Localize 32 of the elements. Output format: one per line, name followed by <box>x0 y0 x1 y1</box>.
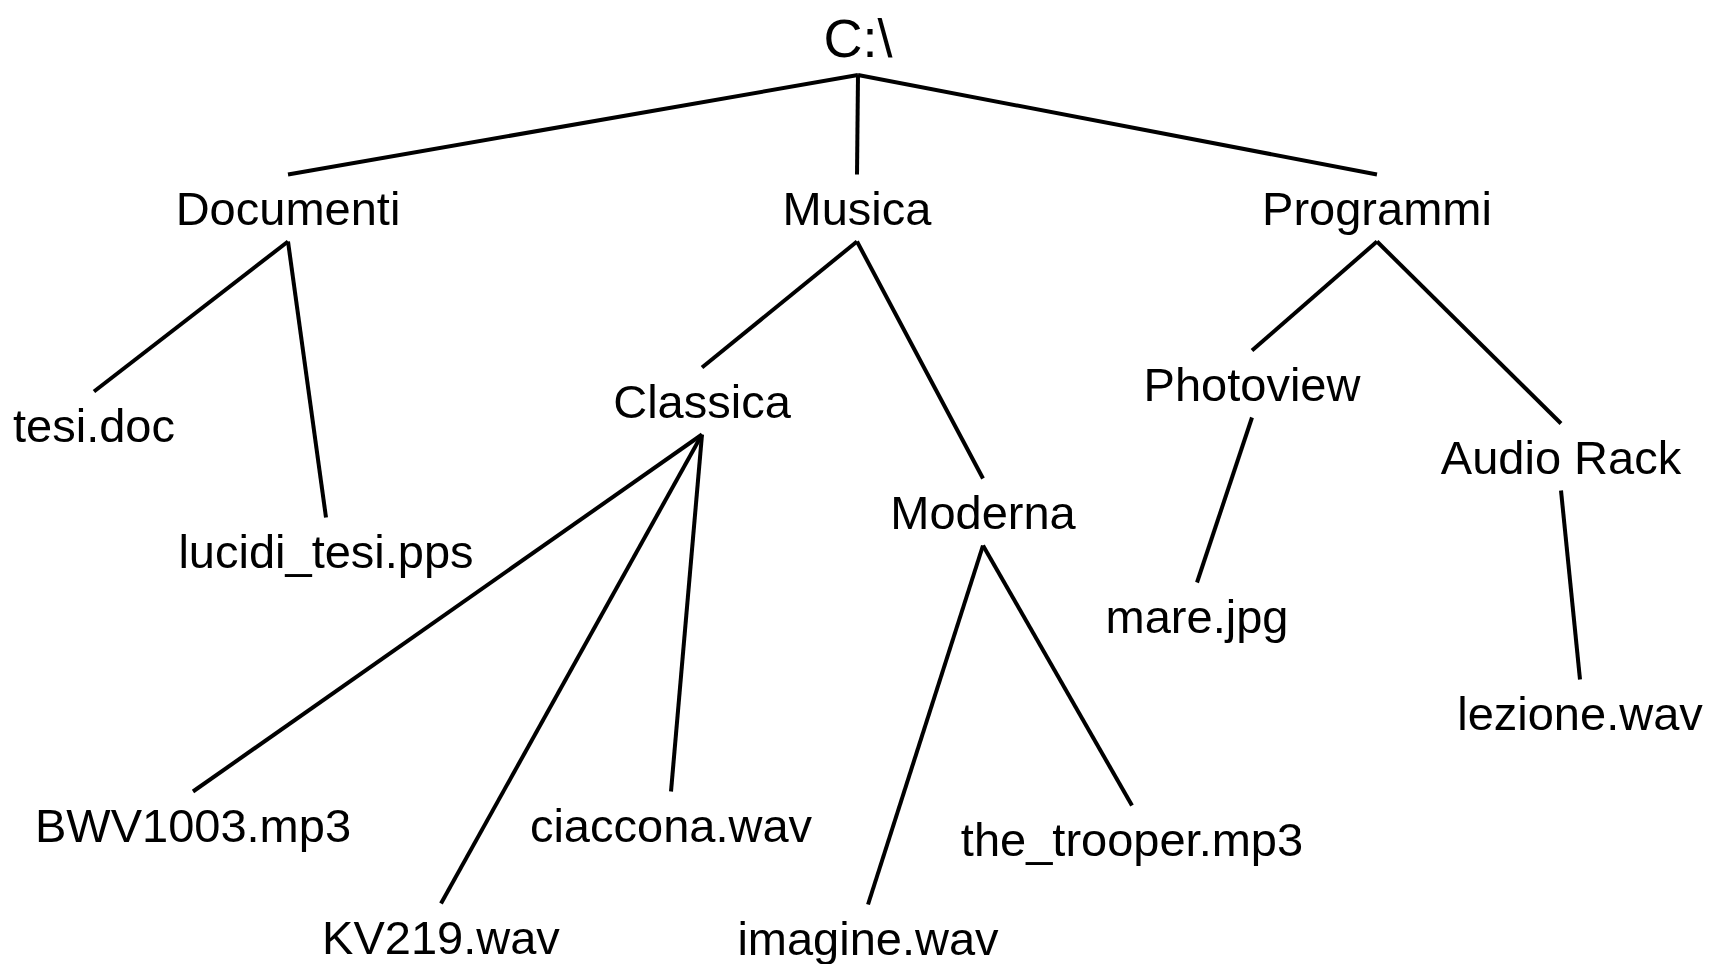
folder-label: Documenti <box>171 174 405 242</box>
tree-line <box>700 239 859 370</box>
folder-label: Musica <box>778 174 936 242</box>
tree-line <box>981 544 1134 807</box>
tree-line <box>1375 240 1563 425</box>
folder-label: lucidi_tesi.pps <box>174 517 478 585</box>
tree-line <box>1559 490 1582 680</box>
folder-label: ciaccona.wav <box>525 791 817 859</box>
folder-label: Programmi <box>1258 174 1496 242</box>
tree-line <box>191 432 704 794</box>
tree-line <box>855 74 860 175</box>
folder-label: the_trooper.mp3 <box>956 805 1308 873</box>
folder-label: Audio Rack <box>1436 423 1686 491</box>
folder-label: imagine.wav <box>733 904 1003 964</box>
folder-label: tesi.doc <box>9 391 179 459</box>
tree-line <box>669 434 704 792</box>
tree-line <box>857 73 1378 177</box>
tree-line <box>855 240 985 480</box>
folder-label: lezione.wav <box>1453 679 1707 747</box>
tree-line <box>286 241 328 518</box>
folder-label: mare.jpg <box>1101 582 1293 650</box>
folder-label: C:\ <box>819 1 897 75</box>
folder-label: BWV1003.mp3 <box>30 791 356 859</box>
tree-line <box>92 239 290 394</box>
folder-label: Moderna <box>886 478 1080 546</box>
folder-label: Classica <box>609 367 795 435</box>
tree-line <box>1195 416 1254 584</box>
tree-line <box>1250 240 1379 352</box>
folder-label: KV219.wav <box>318 903 564 964</box>
tree-line <box>866 544 985 906</box>
folder-label: Photoview <box>1139 350 1365 418</box>
tree-line <box>287 73 859 177</box>
